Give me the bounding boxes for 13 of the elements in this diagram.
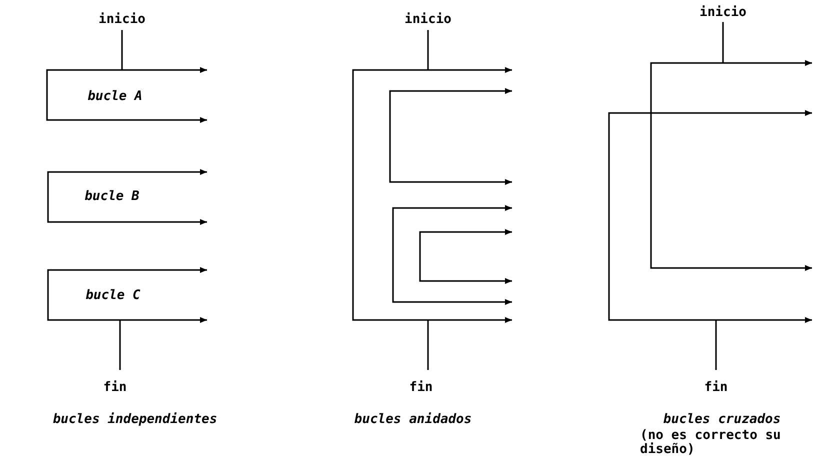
loop-label: bucle B [84, 190, 140, 204]
caption: bucles cruzados [663, 413, 781, 427]
loop-label: bucle C [86, 289, 140, 303]
caption: bucles independientes [52, 413, 218, 427]
loop-label: bucle A [88, 90, 142, 104]
end-label: fin [103, 381, 127, 395]
end-label: fin [409, 381, 433, 395]
note: (no es correcto su diseño) [640, 429, 782, 457]
start-label: inicio [404, 13, 452, 27]
caption: bucles anidados [354, 413, 472, 427]
start-label: inicio [700, 6, 746, 20]
start-label: inicio [98, 13, 146, 27]
end-label: fin [704, 381, 728, 395]
